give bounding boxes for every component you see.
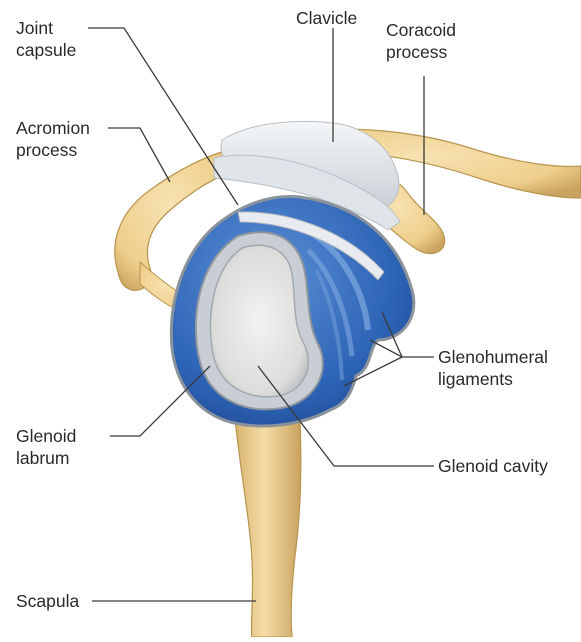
label-glenohumeral-line1: Glenohumeral: [438, 346, 548, 368]
label-acromion-process: Acromion process: [16, 117, 90, 161]
leader-acromion: [108, 128, 170, 182]
scapula-shaft: [234, 410, 301, 637]
label-joint-capsule: Joint capsule: [16, 17, 76, 61]
label-glenohumeral-line2: ligaments: [438, 368, 548, 390]
label-glenoid-labrum: Glenoid labrum: [16, 425, 76, 469]
label-acromion-line1: Acromion: [16, 117, 90, 139]
leader-glenohumeral-a: [370, 340, 434, 357]
label-joint-capsule-line2: capsule: [16, 39, 76, 61]
label-coracoid-line1: Coracoid: [386, 19, 456, 41]
label-glenoid-labrum-line1: Glenoid: [16, 425, 76, 447]
label-glenohumeral-ligaments: Glenohumeral ligaments: [438, 346, 548, 390]
label-scapula: Scapula: [16, 590, 79, 612]
label-coracoid-process: Coracoid process: [386, 19, 456, 63]
label-glenoid-labrum-line2: labrum: [16, 447, 76, 469]
label-acromion-line2: process: [16, 139, 90, 161]
label-coracoid-line2: process: [386, 41, 456, 63]
label-glenoid-cavity: Glenoid cavity: [438, 455, 548, 477]
label-joint-capsule-line1: Joint: [16, 17, 76, 39]
label-clavicle: Clavicle: [296, 7, 357, 29]
